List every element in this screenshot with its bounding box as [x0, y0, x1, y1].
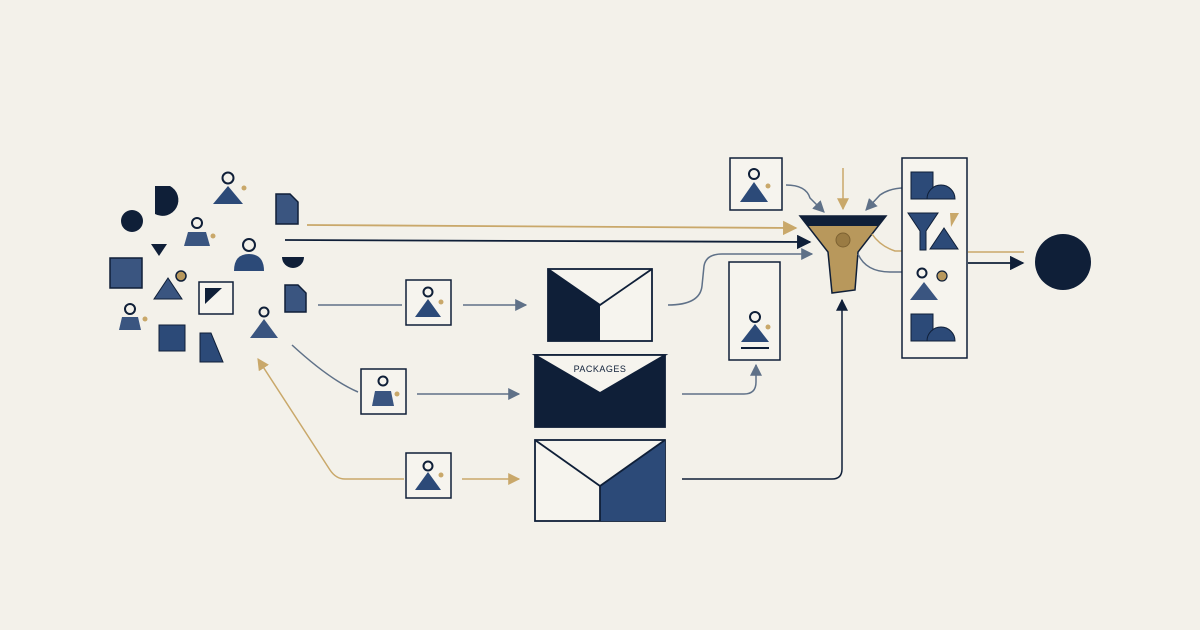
profile-card-2 [360, 368, 407, 415]
gold-return-arrow [257, 357, 404, 480]
image-frame-icon [198, 281, 234, 315]
connectors-to-panel [857, 187, 908, 273]
connectors-to-envelopes [417, 299, 528, 485]
arrow-envelope-3-to-funnel [682, 298, 848, 480]
arrow-envelope-2-to-card [682, 363, 762, 395]
gray-line-funnel-to-panel [857, 253, 906, 273]
person-icon [234, 238, 264, 271]
funnel-icon [798, 215, 888, 294]
arrow-panel-to-funnel [865, 187, 905, 211]
person-icon [119, 303, 141, 330]
gold-line-funnel-to-panel [871, 233, 908, 252]
bottom-profile-card [728, 261, 781, 361]
gold-triangle-icon [950, 213, 959, 227]
triangle-icon [153, 277, 183, 300]
square-icon [158, 324, 186, 352]
envelope-3 [534, 439, 666, 522]
circle-icon [121, 210, 143, 232]
square-icon [109, 257, 143, 289]
envelope-2: PACKAGES [531, 354, 669, 428]
square-half-circle-icon [910, 313, 956, 342]
dot-icon [210, 233, 216, 239]
source-cluster [109, 171, 307, 363]
envelope-1 [547, 268, 653, 342]
envelope-2-label: PACKAGES [574, 364, 627, 374]
arrow-to-card-2 [291, 344, 359, 393]
person-icon [910, 267, 938, 300]
navy-arrow-to-funnel [284, 234, 812, 250]
triangle-icon [929, 227, 959, 250]
quarter-circle-icon [155, 186, 179, 216]
output-circle-icon [1035, 234, 1091, 290]
dot-icon [936, 270, 948, 282]
profile-card-3 [405, 452, 452, 499]
half-circle-icon [282, 257, 304, 268]
top-profile-card [729, 157, 783, 211]
connectors-from-envelopes [667, 248, 848, 480]
person-icon [213, 171, 243, 204]
triangle-icon [151, 244, 167, 256]
document-icon [284, 284, 307, 313]
arrow-envelope-1-to-funnel [667, 248, 814, 306]
person-icon [184, 217, 210, 246]
arrow-top-card-to-funnel [785, 184, 825, 213]
document-icon [275, 193, 299, 225]
connectors-branches [257, 304, 404, 480]
trapezoid-icon [199, 332, 224, 363]
dot-icon [241, 185, 247, 191]
funnel-small-icon [907, 212, 939, 251]
square-half-circle-icon [910, 171, 956, 200]
gold-arrow-to-funnel [306, 220, 798, 236]
profile-card-1 [405, 279, 452, 326]
dot-icon [142, 316, 148, 322]
connectors-top [284, 220, 812, 250]
sorted-panel [901, 157, 968, 359]
person-icon [250, 306, 278, 338]
dot-icon [175, 270, 187, 282]
